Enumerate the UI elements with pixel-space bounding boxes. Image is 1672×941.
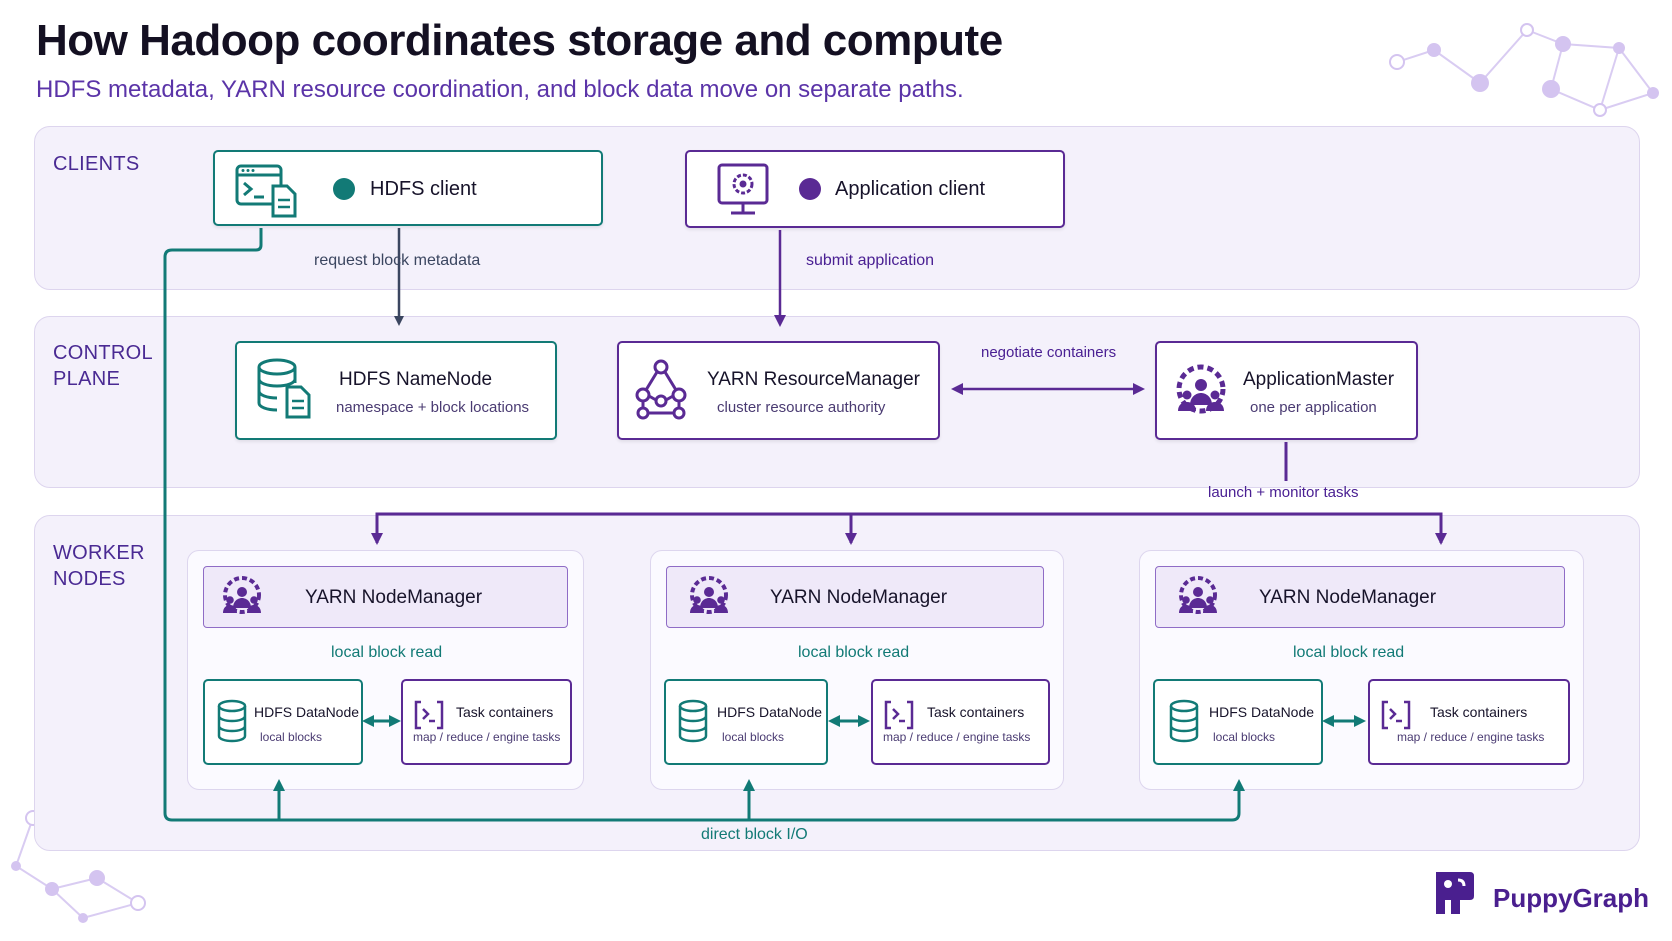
datanode-title: HDFS DataNode (717, 704, 823, 720)
direct-block-io-label: direct block I/O (701, 826, 808, 843)
datanode-subtitle: local blocks (1213, 730, 1276, 744)
task-containers-box: Task containers map / reduce / engine ta… (871, 679, 1050, 765)
submit-application-label: submit application (806, 252, 935, 269)
code-bracket-icon (414, 700, 444, 730)
clients-band-label: CLIENTS (53, 153, 140, 175)
task-containers-subtitle: map / reduce / engine tasks (413, 730, 561, 744)
application-client-dot (799, 178, 821, 200)
negotiate-containers-label: negotiate containers (981, 344, 1117, 361)
nodemanager-label: YARN NodeManager (305, 587, 483, 608)
task-containers-subtitle: map / reduce / engine tasks (883, 730, 1031, 744)
terminal-doc-icon (235, 164, 297, 218)
nodemanager-label: YARN NodeManager (770, 587, 948, 608)
gear-people-icon (1176, 364, 1226, 414)
datanode-subtitle: local blocks (722, 730, 785, 744)
local-block-read-label: local block read (331, 644, 443, 661)
datanode-subtitle: local blocks (260, 730, 323, 744)
hdfs-client-dot (333, 178, 355, 200)
task-containers-title: Task containers (1430, 704, 1528, 720)
hdfs-client-label: HDFS client (370, 178, 477, 200)
applicationmaster-box: ApplicationMaster one per application (1155, 341, 1418, 440)
applicationmaster-subtitle: one per application (1250, 399, 1377, 416)
nodemanager-box: YARN NodeManager (1155, 566, 1565, 628)
database-icon (217, 699, 247, 743)
code-bracket-icon (1381, 700, 1411, 730)
launch-monitor-label: launch + monitor tasks (1208, 484, 1359, 501)
task-containers-subtitle: map / reduce / engine tasks (1397, 730, 1545, 744)
task-containers-title: Task containers (927, 704, 1025, 720)
nodemanager-label: YARN NodeManager (1259, 587, 1437, 608)
datanode-title: HDFS DataNode (254, 704, 360, 720)
puppygraph-logo-icon (1436, 872, 1474, 914)
datanode-box: HDFS DataNode local blocks (1153, 679, 1323, 765)
datanode-box: HDFS DataNode local blocks (664, 679, 828, 765)
task-containers-title: Task containers (456, 704, 554, 720)
code-bracket-icon (884, 700, 914, 730)
monitor-gear-icon (717, 163, 769, 215)
workers-band-label-1: WORKER (53, 542, 145, 564)
database-icon (1169, 699, 1199, 743)
request-metadata-label: request block metadata (314, 252, 481, 269)
gear-people-icon (690, 576, 728, 614)
namenode-subtitle: namespace + block locations (336, 399, 530, 416)
datanode-title: HDFS DataNode (1209, 704, 1315, 720)
brand-name: PuppyGraph (1493, 883, 1650, 913)
workers-band-label-2: NODES (53, 568, 126, 590)
edge-direct-block-io (163, 228, 1241, 822)
application-client-label: Application client (835, 178, 986, 200)
worker-node-2: YARN NodeManager local block read HDFS D… (650, 550, 1064, 790)
nodemanager-box: YARN NodeManager (666, 566, 1044, 628)
control-band-label-2: PLANE (53, 368, 121, 390)
yarn-resourcemanager-box: YARN ResourceManager cluster resource au… (617, 341, 940, 440)
control-band-label-1: CONTROL (53, 342, 153, 364)
database-doc-icon (257, 358, 311, 419)
page-subtitle: HDFS metadata, YARN resource coordinatio… (36, 76, 964, 103)
page-title: How Hadoop coordinates storage and compu… (36, 16, 1003, 65)
gear-people-icon (1179, 576, 1217, 614)
local-block-read-label: local block read (798, 644, 910, 661)
worker-node-3: YARN NodeManager local block read HDFS D… (1139, 550, 1584, 790)
datanode-box: HDFS DataNode local blocks (203, 679, 363, 765)
gear-people-icon (223, 576, 261, 614)
nodemanager-box: YARN NodeManager (203, 566, 568, 628)
hdfs-namenode-box: HDFS NameNode namespace + block location… (235, 341, 557, 440)
applicationmaster-title: ApplicationMaster (1243, 369, 1395, 390)
network-graph-icon (635, 359, 687, 420)
database-icon (678, 699, 708, 743)
namenode-title: HDFS NameNode (339, 369, 493, 390)
application-client-box: Application client (685, 150, 1065, 228)
hdfs-client-box: HDFS client (213, 150, 603, 226)
worker-node-1: YARN NodeManager local block read HDFS D… (187, 550, 584, 790)
local-block-read-label: local block read (1293, 644, 1405, 661)
resourcemanager-title: YARN ResourceManager (707, 369, 920, 390)
task-containers-box: Task containers map / reduce / engine ta… (401, 679, 572, 765)
task-containers-box: Task containers map / reduce / engine ta… (1368, 679, 1570, 765)
resourcemanager-subtitle: cluster resource authority (717, 399, 886, 416)
